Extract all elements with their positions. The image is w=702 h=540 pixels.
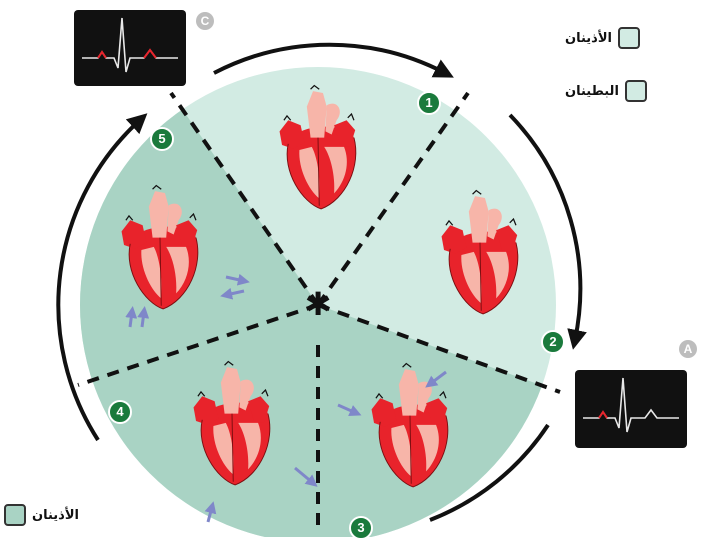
step-number-1: 1 [417, 91, 441, 115]
legend-ventricles-swatch [625, 80, 647, 102]
ecg-badge-c: C [196, 12, 214, 30]
legend-atria-label: الأذينان [565, 31, 612, 46]
legend-atria-swatch [618, 27, 640, 49]
legend-ventricles: البطينان [565, 80, 647, 102]
step-number-4: 4 [108, 400, 132, 424]
step-number-5: 5 [150, 127, 174, 151]
legend-atria: الأذينان [565, 27, 640, 49]
flow-arrow [130, 312, 132, 327]
ecg-waveform-icon [575, 370, 687, 448]
ecg-trace-right [575, 370, 687, 448]
ecg-trace-top [74, 10, 186, 86]
step-number-3: 3 [349, 516, 373, 540]
ecg-badge-a: A [679, 340, 697, 358]
center-mark: ✱ [305, 285, 332, 323]
ecg-waveform-icon [74, 10, 186, 86]
legend-atria-bottom: الأذينان [4, 504, 79, 526]
legend-ventricles-label: البطينان [565, 84, 619, 99]
step-number-2: 2 [541, 330, 565, 354]
legend-atria-bottom-swatch [4, 504, 26, 526]
flow-arrow [142, 312, 144, 327]
legend-atria-bottom-label: الأذينان [32, 508, 79, 523]
